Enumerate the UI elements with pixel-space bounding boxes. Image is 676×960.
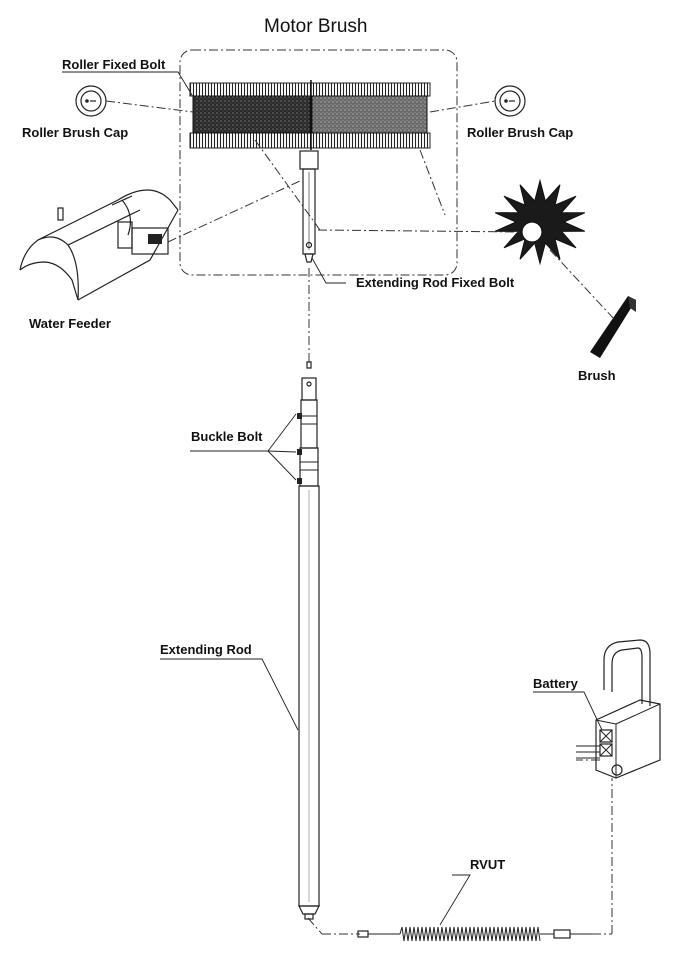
label-roller-brush-cap-left: Roller Brush Cap <box>22 125 129 140</box>
motor-tube <box>299 150 319 263</box>
label-extending-rod: Extending Rod <box>160 642 252 657</box>
brush-strip-icon <box>590 296 636 358</box>
roller-brush-detail-icon <box>494 178 586 266</box>
motor-brush-enclosure <box>179 49 458 276</box>
roller-brush <box>189 80 431 150</box>
assembly-lines <box>105 100 616 935</box>
roller-brush-cap-right-icon <box>494 85 526 117</box>
battery-icon <box>576 639 661 779</box>
diagram-title: Motor Brush <box>264 16 368 37</box>
extending-rod <box>297 361 320 920</box>
label-battery: Battery <box>533 676 578 691</box>
label-buckle-bolt: Buckle Bolt <box>191 429 263 444</box>
roller-brush-cap-left-icon <box>75 85 107 117</box>
label-water-feeder: Water Feeder <box>29 316 111 331</box>
label-brush: Brush <box>578 368 616 383</box>
label-roller-brush-cap-right: Roller Brush Cap <box>467 125 574 140</box>
label-extending-rod-fixed-bolt: Extending Rod Fixed Bolt <box>356 275 515 290</box>
label-roller-fixed-bolt: Roller Fixed Bolt <box>62 57 166 72</box>
label-rvut: RVUT <box>470 857 506 872</box>
rvut-cable <box>357 926 592 942</box>
water-feeder-icon <box>19 189 179 301</box>
label-leaders <box>62 71 603 926</box>
